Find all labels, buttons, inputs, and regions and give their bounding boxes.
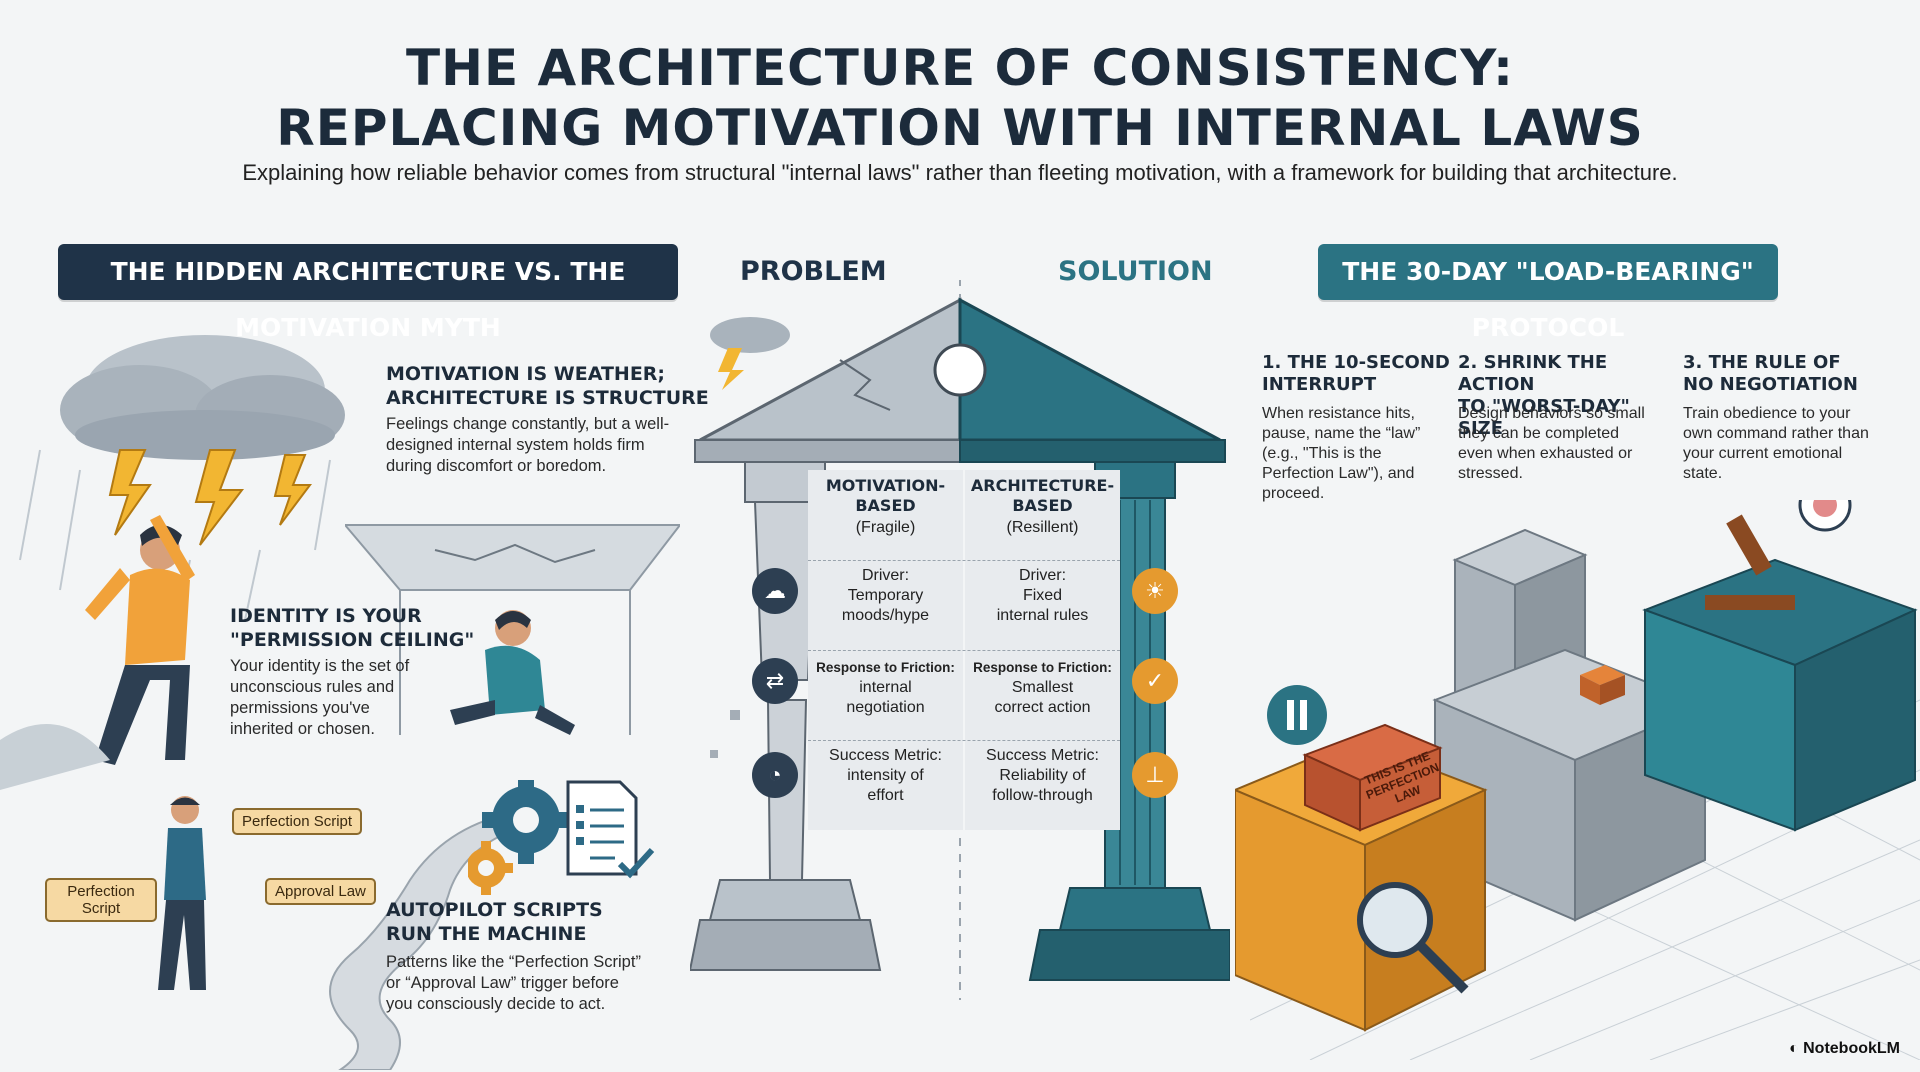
brand-footer: ◐ NotebookLM xyxy=(1789,1040,1900,1058)
tag-perfection-script-left: Perfection Script xyxy=(45,878,157,922)
solution-subheading: (Resillent) xyxy=(1006,519,1079,536)
step-2-body: Design behaviors so small they can be co… xyxy=(1458,405,1645,482)
blocks-illustration xyxy=(1235,500,1918,1032)
tag-approval-law: Approval Law xyxy=(265,878,376,905)
autopilot-illustration xyxy=(158,796,554,1070)
problem-heading: MOTIVATION- BASED xyxy=(825,476,946,515)
stamp-icon: ⊥ xyxy=(1132,752,1178,798)
right-banner: THE 30-DAY "LOAD-BEARING" PROTOCOL xyxy=(1318,244,1778,342)
step-3-title: 3. THE RULE OF NO NEGOTIATION xyxy=(1683,352,1858,395)
checklist-icon xyxy=(566,780,655,879)
notebooklm-logo-icon: ◐ xyxy=(1789,1040,1804,1057)
problem-label: PROBLEM xyxy=(740,256,887,287)
check-icon: ✓ xyxy=(1132,658,1178,704)
section-weather-body: Feelings change constantly, but a well-d… xyxy=(386,415,670,475)
page-title-line2: REPLACING MOTIVATION WITH INTERNAL LAWS xyxy=(276,99,1644,157)
problem-row-2-value: internal negotiation xyxy=(846,679,925,716)
section-identity-title: IDENTITY IS YOUR "PERMISSION CEILING" xyxy=(230,605,475,651)
section-identity-body: Your identity is the set of unconscious … xyxy=(230,657,410,738)
solution-row-3-label: Success Metric: xyxy=(986,747,1099,764)
problem-row-1-value: Temporary moods/hype xyxy=(841,587,930,624)
solution-row-2-label: Response to Friction: xyxy=(973,660,1112,675)
problem-row-3-label: Success Metric: xyxy=(829,747,942,764)
step-3-body: Train obedience to your own command rath… xyxy=(1683,405,1869,482)
solution-heading: ARCHITECTURE- BASED xyxy=(970,476,1115,515)
arrows-icon: ⇄ xyxy=(752,658,798,704)
left-banner: THE HIDDEN ARCHITECTURE VS. THE MOTIVATI… xyxy=(58,244,678,342)
tag-perfection-script-top: Perfection Script xyxy=(232,808,363,835)
step-2-title: 2. SHRINK THE ACTION TO "WORST-DAY" SIZE xyxy=(1458,352,1630,439)
solution-row-1-label: Driver: xyxy=(1018,567,1067,584)
small-storm-icon xyxy=(710,317,790,390)
solution-label: SOLUTION xyxy=(1058,256,1213,287)
step-1-body: When resistance hits, pause, name the “l… xyxy=(1262,405,1421,502)
page-title-line1: THE ARCHITECTURE OF CONSISTENCY: xyxy=(406,39,1514,97)
storm-illustration xyxy=(0,335,345,790)
problem-row-3-value: intensity of effort xyxy=(847,767,924,804)
section-autopilot-body: Patterns like the “Perfection Script” or… xyxy=(386,953,641,1013)
ceiling-illustration xyxy=(345,524,680,735)
sun-icon: ☀ xyxy=(1132,568,1178,614)
brand-label: NotebookLM xyxy=(1803,1040,1900,1057)
storm-icon: ☁ xyxy=(752,568,798,614)
page-subtitle: Explaining how reliable behavior comes f… xyxy=(242,160,1678,185)
problem-row-2-label: Response to Friction: xyxy=(816,660,955,675)
step-1-title: 1. THE 10-SECOND INTERRUPT xyxy=(1262,352,1450,395)
solution-row-2-value: Smallest correct action xyxy=(994,679,1091,716)
problem-subheading: (Fragile) xyxy=(855,519,916,536)
gauge-icon: ◔ xyxy=(752,752,798,798)
section-autopilot-title: AUTOPILOT SCRIPTS RUN THE MACHINE xyxy=(386,899,603,945)
problem-row-1-label: Driver: xyxy=(861,567,910,584)
section-weather-title: MOTIVATION IS WEATHER; ARCHITECTURE IS S… xyxy=(386,363,709,409)
solution-row-1-value: Fixed internal rules xyxy=(996,587,1089,624)
solution-row-3-value: Reliability of follow-through xyxy=(992,767,1093,804)
